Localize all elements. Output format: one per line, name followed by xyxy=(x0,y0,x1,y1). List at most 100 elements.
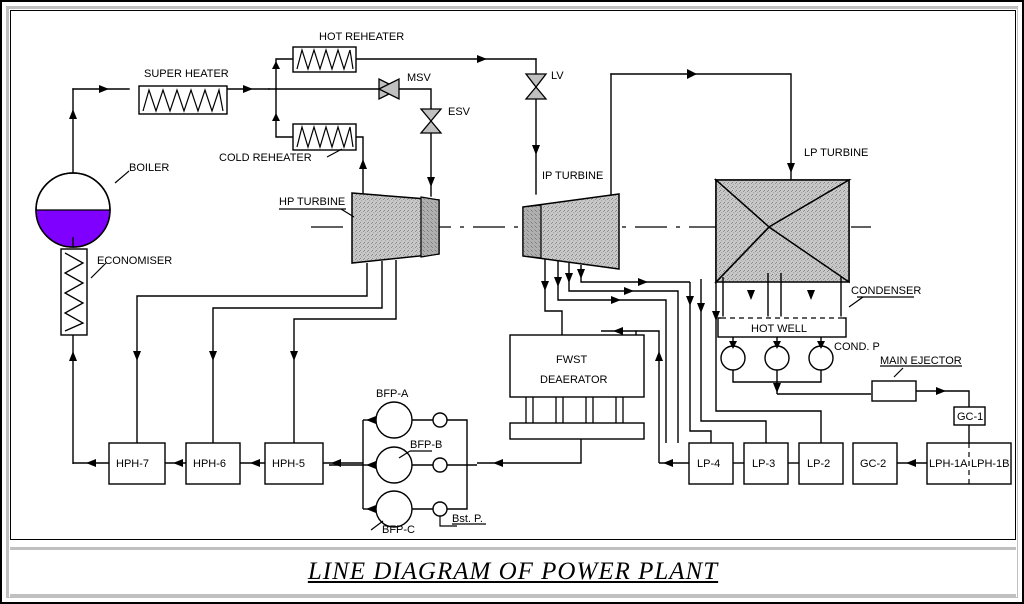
arrow-boiler-up xyxy=(69,109,77,119)
gc-1-label: GC-1 xyxy=(957,411,983,423)
main-ejector-label: MAIN EJECTOR xyxy=(880,355,962,367)
main-ejector-label-leader xyxy=(880,365,962,378)
hp-heater-arrows xyxy=(86,459,341,467)
lph-1b-label: LPH-1B xyxy=(971,458,1010,470)
gland-cooler-2[interactable] xyxy=(852,442,898,485)
hot-well[interactable] xyxy=(717,316,847,338)
hot-reheater-label: HOT REHEATER xyxy=(319,31,404,43)
condenser-neck xyxy=(722,273,842,322)
pipe-ejector-to-gc1 xyxy=(916,390,970,407)
condensate-arrows xyxy=(729,341,825,393)
bfp-arrows xyxy=(366,416,376,513)
boiler-label: BOILER xyxy=(129,162,169,174)
hp-extraction-arrows xyxy=(133,351,298,361)
arrow-crossover xyxy=(687,69,697,79)
diagram-title-bar: LINE DIAGRAM OF POWER PLANT xyxy=(10,547,1016,597)
economiser[interactable] xyxy=(60,248,88,336)
deaerator-label: DEAERATOR xyxy=(540,374,607,386)
lp-extraction-arrows xyxy=(686,296,720,321)
pipe-coldreheat-down xyxy=(355,136,364,194)
lp-turbine[interactable] xyxy=(714,178,852,284)
bst-p-label-leader xyxy=(439,516,486,527)
arrow-econ-up xyxy=(69,351,77,361)
condenser-arrows xyxy=(747,290,815,300)
valve-msv[interactable] xyxy=(377,77,401,101)
hp-heaters[interactable] xyxy=(108,442,324,485)
arrow-hot-reheat-up xyxy=(272,61,280,69)
arrow-to-superheater xyxy=(99,85,109,93)
arrow-lp-inlet xyxy=(787,163,795,173)
bfp-c-label-leader xyxy=(370,520,384,531)
lph-1a-label: LPH-1A xyxy=(929,458,968,470)
condensate-pumps[interactable] xyxy=(720,345,834,371)
fwst-deaerator[interactable] xyxy=(509,334,645,440)
arrow-to-gc2 xyxy=(906,459,916,467)
bfp-b-label-leader xyxy=(398,450,432,459)
economiser-label: ECONOMISER xyxy=(97,255,172,267)
boiler-feed-pumps[interactable] xyxy=(375,401,413,528)
gc-2-label: GC-2 xyxy=(860,458,886,470)
page-title: LINE DIAGRAM OF POWER PLANT xyxy=(307,558,719,585)
bfp-c-label: BFP-C xyxy=(382,524,415,536)
arrow-return-to-dea xyxy=(613,327,623,335)
flow-arrowheads xyxy=(69,55,795,187)
hp-turbine-label: HP TURBINE xyxy=(279,196,345,208)
hph-7-label: HPH-7 xyxy=(116,458,149,470)
hot-reheater[interactable] xyxy=(292,46,357,73)
arrow-deaerator-out xyxy=(493,459,503,467)
valve-esv-label: ESV xyxy=(448,106,471,118)
booster-pumps[interactable] xyxy=(432,412,448,517)
main-ejector[interactable] xyxy=(871,380,917,402)
boiler-drum[interactable] xyxy=(35,172,111,248)
valve-lv[interactable] xyxy=(524,73,548,100)
valve-esv[interactable] xyxy=(419,108,443,134)
valve-lv-label: LV xyxy=(551,70,564,82)
condenser-label: CONDENSER xyxy=(851,285,921,297)
cold-reheater-label: COLD REHEATER xyxy=(219,152,312,164)
pipe-deaerator-outlet xyxy=(477,439,582,464)
arrow-cold-reheat-branch xyxy=(272,113,280,121)
arrow-esv-down xyxy=(427,177,435,187)
lp-4-label: LP-4 xyxy=(697,458,720,470)
hp-extraction-lines xyxy=(136,260,397,443)
hot-well-label: HOT WELL xyxy=(751,323,807,335)
arrow-lv-down xyxy=(532,145,540,155)
lp-3-label: LP-3 xyxy=(752,458,775,470)
pipe-to-cold-reheater xyxy=(275,88,294,138)
pipe-crossover-to-lp xyxy=(610,73,792,184)
lp-turbine-label: LP TURBINE xyxy=(804,147,868,159)
ip-extraction-arrows xyxy=(541,269,648,304)
lp-extraction-lines xyxy=(689,279,822,443)
cold-reheater[interactable] xyxy=(292,123,357,151)
hph-5-label: HPH-5 xyxy=(272,458,305,470)
arrow-ejector-out xyxy=(936,387,946,395)
diagram-canvas: BOILER ECONOMISER SUPER HEATER xyxy=(10,10,1016,540)
arrow-superheater-out xyxy=(243,85,253,93)
ip-turbine-label: IP TURBINE xyxy=(542,170,603,182)
bfp-b-label: BFP-B xyxy=(410,439,442,451)
hph-6-label: HPH-6 xyxy=(193,458,226,470)
super-heater-label: SUPER HEATER xyxy=(144,68,229,80)
super-heater[interactable] xyxy=(138,85,228,115)
pipe-msv-to-esv xyxy=(398,88,432,110)
pipe-to-hot-reheater xyxy=(275,58,294,90)
cond-pump-label: COND. P xyxy=(834,341,880,353)
lp-2-label: LP-2 xyxy=(807,458,830,470)
bst-p-label: Bst. P. xyxy=(452,513,483,525)
hp-turbine[interactable] xyxy=(351,192,440,264)
fwst-label: FWST xyxy=(556,354,587,366)
ip-turbine[interactable] xyxy=(522,193,620,270)
arrow-cold-reheat-in xyxy=(359,159,367,169)
hp-turbine-label-leader xyxy=(279,208,355,218)
boiler-label-leader xyxy=(114,170,130,184)
arrow-return-riser xyxy=(655,351,663,361)
process-piping xyxy=(72,58,792,197)
cold-reheater-label-leader xyxy=(326,148,343,158)
valve-msv-label: MSV xyxy=(407,72,432,84)
lp-heaters[interactable] xyxy=(688,442,844,485)
condenser-label-leader xyxy=(848,296,914,308)
power-plant-schematic: BOILER ECONOMISER SUPER HEATER xyxy=(35,31,1012,536)
bfp-a-label: BFP-A xyxy=(376,388,409,400)
arrow-lp4-out xyxy=(663,459,673,467)
